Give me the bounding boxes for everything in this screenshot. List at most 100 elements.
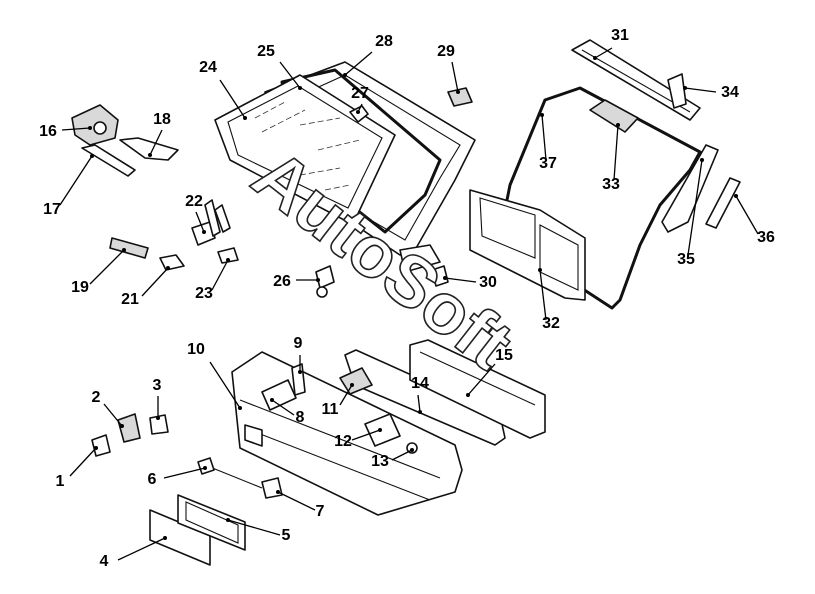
callout-label-33: 33: [602, 176, 620, 193]
callout-label-24: 24: [199, 59, 217, 76]
callout-dot-25: [298, 86, 302, 90]
callout-dot-30: [443, 276, 447, 280]
callout-label-12: 12: [334, 433, 352, 450]
callout-leader-28: [344, 51, 373, 76]
callout-leader-19: [89, 249, 125, 285]
callout-leader-31: [594, 47, 613, 59]
gas-strut: [705, 177, 741, 229]
callout-leader-18: [149, 129, 163, 156]
callout-label-27: 27: [351, 85, 369, 102]
lock-cylinder: [315, 265, 335, 289]
callout-dot-26: [316, 278, 320, 282]
callout-label-13: 13: [371, 453, 389, 470]
clip-23: [217, 247, 239, 264]
callout-label-2: 2: [92, 389, 101, 406]
callout-dot-36: [734, 194, 738, 198]
callout-dot-17: [90, 154, 94, 158]
callout-label-11: 11: [322, 401, 339, 418]
callout-leader-37: [541, 114, 547, 161]
callout-dot-24: [243, 116, 247, 120]
callout-label-18: 18: [153, 111, 171, 128]
lock-and-hinges: [315, 87, 473, 298]
callout-label-25: 25: [257, 43, 275, 60]
part-2-lamp: [117, 413, 141, 443]
callout-dot-37: [540, 113, 544, 117]
bracket-8: [261, 379, 297, 411]
callout-dot-18: [148, 153, 152, 157]
callout-label-5: 5: [282, 527, 291, 544]
callout-dot-12: [378, 428, 382, 432]
callout-label-26: 26: [273, 273, 291, 290]
callout-label-29: 29: [437, 43, 455, 60]
callout-dot-15: [466, 393, 470, 397]
fog-lamp-recess: [244, 424, 263, 447]
callout-leader-35: [687, 159, 703, 256]
callout-label-9: 9: [294, 335, 303, 352]
callout-label-4: 4: [100, 553, 109, 570]
callout-leader-4: [117, 537, 166, 561]
callout-dot-33: [616, 123, 620, 127]
callout-label-8: 8: [296, 409, 305, 426]
callout-dot-16: [88, 126, 92, 130]
callout-leader-33: [613, 124, 619, 181]
brake-light: [589, 99, 639, 133]
plate-bracket: [177, 494, 246, 551]
callout-label-19: 19: [71, 279, 89, 296]
callout-dot-4: [163, 536, 167, 540]
wiper-motor-bracket: [191, 199, 231, 246]
callout-dot-32: [538, 268, 542, 272]
front-bumper-assembly: [91, 339, 546, 566]
callout-dot-19: [122, 248, 126, 252]
callout-leader-32: [539, 269, 547, 321]
callout-label-23: 23: [195, 285, 213, 302]
callout-label-14: 14: [411, 375, 429, 392]
callout-dot-3: [156, 416, 160, 420]
callout-dot-34: [683, 86, 687, 90]
windshield-assembly: [214, 61, 476, 273]
bracket-12: [364, 413, 401, 447]
callout-leader-12: [351, 429, 381, 441]
callout-dot-2: [120, 424, 124, 428]
callout-leader-10: [209, 361, 241, 409]
callout-labels: 1234567891011121314151617181921222324252…: [39, 27, 775, 570]
harness-connector-6: [197, 457, 215, 475]
callout-leader-25: [279, 61, 301, 89]
callout-label-3: 3: [153, 377, 162, 394]
callout-label-36: 36: [757, 229, 775, 246]
callout-label-17: 17: [43, 201, 61, 218]
callout-dot-21: [166, 266, 170, 270]
callout-dot-29: [456, 90, 460, 94]
callout-dot-23: [226, 258, 230, 262]
callout-label-30: 30: [479, 274, 497, 291]
callout-leader-1: [69, 447, 97, 477]
callout-label-31: 31: [611, 27, 629, 44]
callout-leader-34: [684, 87, 717, 93]
callout-leader-23: [211, 259, 229, 291]
tailgate-assembly: [469, 39, 741, 310]
callout-label-35: 35: [677, 251, 695, 268]
a-pillar: [399, 244, 441, 273]
callout-dot-35: [700, 158, 704, 162]
callout-leader-5: [227, 519, 281, 536]
callout-leader-11: [339, 384, 353, 406]
callout-label-22: 22: [185, 193, 203, 210]
harness-6: [204, 464, 263, 489]
callout-label-7: 7: [316, 503, 325, 520]
part-1-marker: [91, 434, 111, 457]
callout-label-28: 28: [375, 33, 393, 50]
callout-label-34: 34: [721, 84, 739, 101]
connector-7: [261, 477, 283, 499]
callout-leader-8: [271, 399, 295, 416]
left-small-parts: [71, 104, 239, 271]
callout-dot-31: [593, 56, 597, 60]
mirror-mount: [349, 105, 369, 123]
striker-30: [431, 265, 449, 287]
callout-leader-6: [163, 467, 206, 479]
windshield-glass-inner: [227, 85, 383, 209]
callout-dot-28: [343, 73, 347, 77]
callout-label-32: 32: [542, 315, 560, 332]
hinge-29: [447, 87, 473, 107]
callout-leader-24: [219, 79, 246, 119]
callout-label-21: 21: [121, 291, 139, 308]
